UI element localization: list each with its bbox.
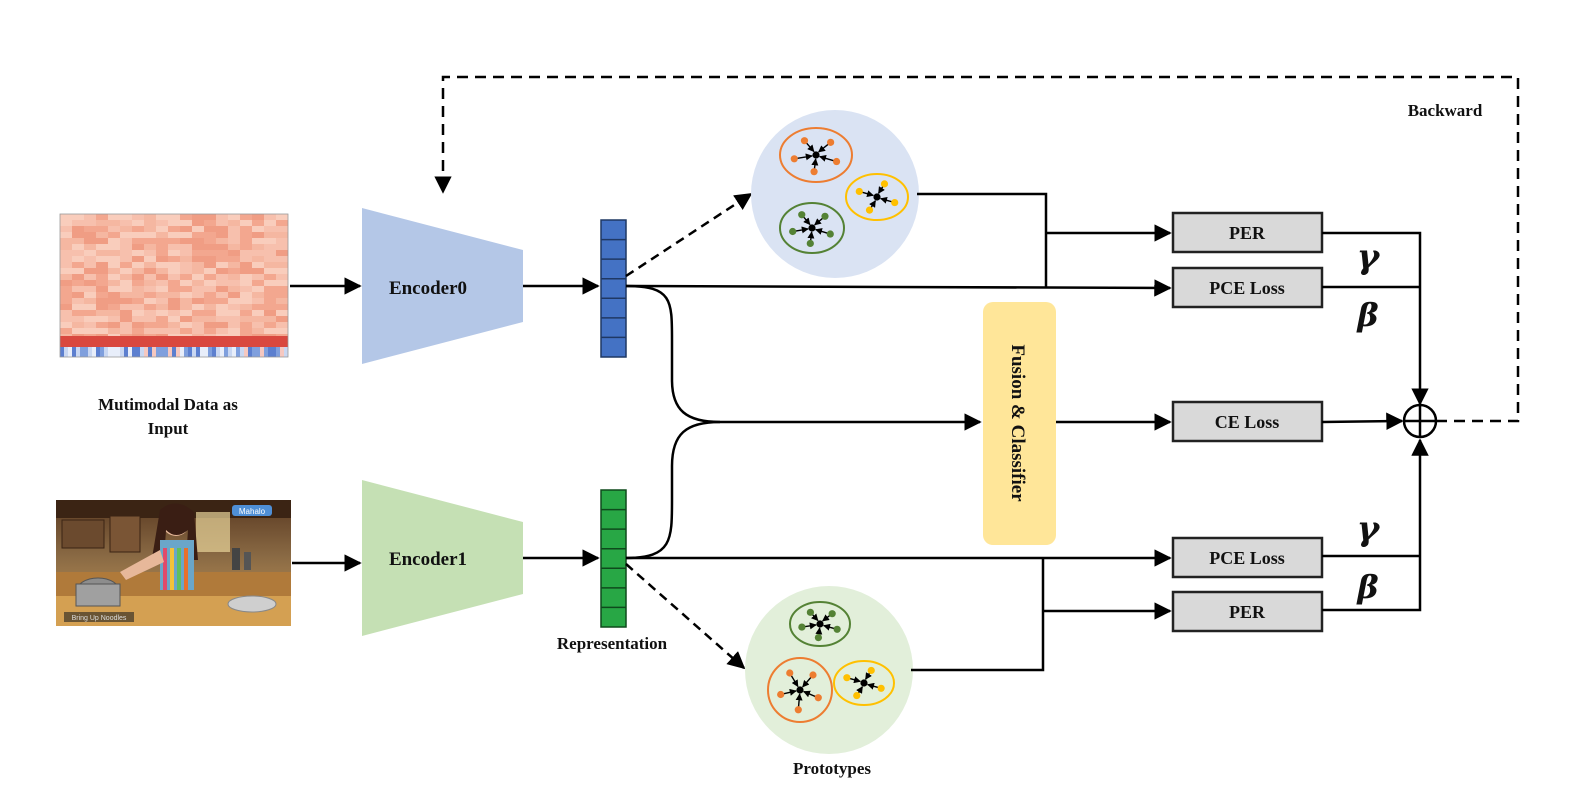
- cluster-prototype-center: [796, 686, 804, 694]
- cluster-point: [798, 623, 806, 631]
- cluster-point: [814, 633, 823, 642]
- per-bottom-box: [1171, 590, 1324, 633]
- per-bottom-to-sum-line: [1322, 438, 1429, 612]
- prototypes1-circle: [745, 586, 913, 754]
- cluster-ellipse: [789, 601, 851, 647]
- encoder1-label: Encoder1: [389, 549, 467, 570]
- cluster-ellipse: [779, 127, 853, 183]
- prototype-clusters: [767, 127, 909, 723]
- proto1-out-line: [911, 558, 1045, 672]
- proto0-dashed-arrow: [625, 192, 753, 278]
- fusion-classifier-label: Fusion & Classifier: [1007, 344, 1028, 502]
- fusion-classifier-block: [983, 302, 1056, 545]
- backward-label: Backward: [1408, 101, 1483, 120]
- cluster-point: [790, 155, 798, 163]
- representation-label: Representation: [557, 634, 668, 653]
- ce-loss-label: CE Loss: [1215, 412, 1280, 432]
- cluster-point: [867, 666, 875, 675]
- cluster-prototype-center: [808, 224, 816, 232]
- cluster-ellipse: [779, 202, 845, 254]
- cluster-point: [810, 168, 818, 176]
- rep0-to-pce-line: [625, 279, 1172, 297]
- input-label-line2: Input: [148, 419, 189, 438]
- cluster-point: [853, 691, 861, 700]
- cluster-point: [865, 206, 874, 214]
- cluster-point: [789, 227, 797, 236]
- spectrogram-image: [59, 213, 289, 358]
- video-frame-image: Mahalo Bring Up Noodles: [56, 500, 291, 626]
- cluster-point: [843, 674, 851, 682]
- ce-to-sum-line: [1321, 412, 1404, 430]
- rep1-to-fusion-line: [625, 420, 721, 560]
- input-label-line1: Mutimodal Data as: [98, 395, 238, 414]
- cluster-point: [891, 198, 899, 207]
- cluster-prototype-center: [816, 620, 824, 628]
- sum-node: [1402, 403, 1438, 439]
- encoder1-block: [362, 480, 523, 636]
- cluster-point: [777, 690, 785, 699]
- cluster-ellipse: [767, 657, 833, 723]
- gamma-top: γ: [1357, 237, 1381, 277]
- rep0-to-fusion-line: [625, 284, 982, 431]
- per-bottom-label: PER: [1229, 602, 1266, 622]
- beta-bottom: β: [1356, 568, 1378, 606]
- cluster-point: [833, 625, 841, 633]
- cluster-point: [809, 671, 817, 679]
- proto1-dashed-arrow: [625, 563, 746, 670]
- cluster-ellipse: [845, 173, 909, 221]
- cluster-point: [855, 187, 863, 196]
- pce-top-label: PCE Loss: [1209, 278, 1285, 298]
- cluster-point: [877, 684, 885, 692]
- video-caption: Bring Up Noodles: [72, 615, 127, 622]
- cluster-point: [827, 138, 835, 146]
- per-top-to-sum-line: [1322, 231, 1429, 406]
- backward-dashed-line: [434, 75, 1520, 423]
- cluster-point: [826, 230, 834, 238]
- representation0-vector: [600, 219, 627, 358]
- pce-bottom-label: PCE Loss: [1209, 548, 1285, 568]
- encoder0-block: [362, 208, 523, 364]
- gamma-bottom: γ: [1357, 509, 1381, 549]
- proto0-out-line: [917, 192, 1048, 288]
- cluster-point: [821, 212, 829, 220]
- representation1-vector: [600, 489, 627, 628]
- cluster-point: [786, 669, 794, 677]
- cluster-point: [800, 137, 809, 145]
- cluster-ellipse: [833, 660, 895, 706]
- cluster-point: [806, 239, 814, 248]
- cluster-prototype-center: [812, 151, 820, 159]
- cluster-point: [832, 157, 841, 166]
- cluster-point: [814, 694, 822, 702]
- cluster-prototype-center: [860, 679, 868, 687]
- cluster-point: [806, 608, 814, 616]
- video-logo: Mahalo: [239, 507, 266, 516]
- cluster-point: [798, 211, 806, 219]
- encoder0-label: Encoder0: [389, 278, 467, 299]
- beta-top: β: [1356, 296, 1378, 334]
- cluster-point: [794, 706, 802, 714]
- pce-bottom-box: [1171, 536, 1324, 579]
- cluster-point: [828, 610, 836, 618]
- cluster-prototype-center: [873, 193, 881, 201]
- pce-top-box: [1171, 266, 1324, 309]
- prototypes0-circle: [751, 110, 919, 278]
- cluster-point: [880, 180, 889, 188]
- prototypes-label: Prototypes: [793, 759, 871, 778]
- per-top-label: PER: [1229, 223, 1266, 243]
